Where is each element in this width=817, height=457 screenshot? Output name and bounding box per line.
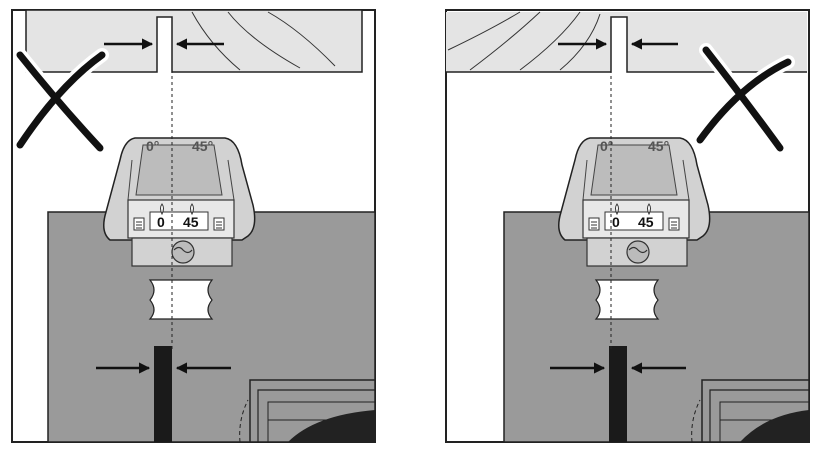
indicator-label-45: 45: [183, 214, 199, 230]
scale-label-45-top: 45°: [192, 138, 213, 154]
indicator-label-0: 0: [157, 214, 165, 230]
saw-guide: [103, 137, 256, 267]
tool-base: [239, 379, 375, 443]
indicator-label-45: 45: [638, 214, 654, 230]
wood-board: [446, 11, 807, 73]
cross-icon: [693, 43, 795, 155]
saw-blade: [609, 346, 627, 442]
cross-icon: [13, 48, 109, 155]
indicator-label-0: 0: [612, 214, 620, 230]
wood-board: [25, 9, 363, 73]
panel-right: 0° 45° 0 45: [445, 9, 810, 443]
splinter-guard: [148, 279, 214, 320]
scale-label-45-top: 45°: [648, 138, 669, 154]
saw-guide: [558, 137, 711, 267]
panel-left: 0° 45° 0 45: [11, 9, 376, 443]
tool-base: [691, 379, 809, 443]
scale-label-0-top: 0°: [600, 138, 613, 154]
saw-blade: [154, 346, 172, 442]
splinter-guard: [594, 279, 660, 320]
scale-label-0-top: 0°: [146, 138, 159, 154]
